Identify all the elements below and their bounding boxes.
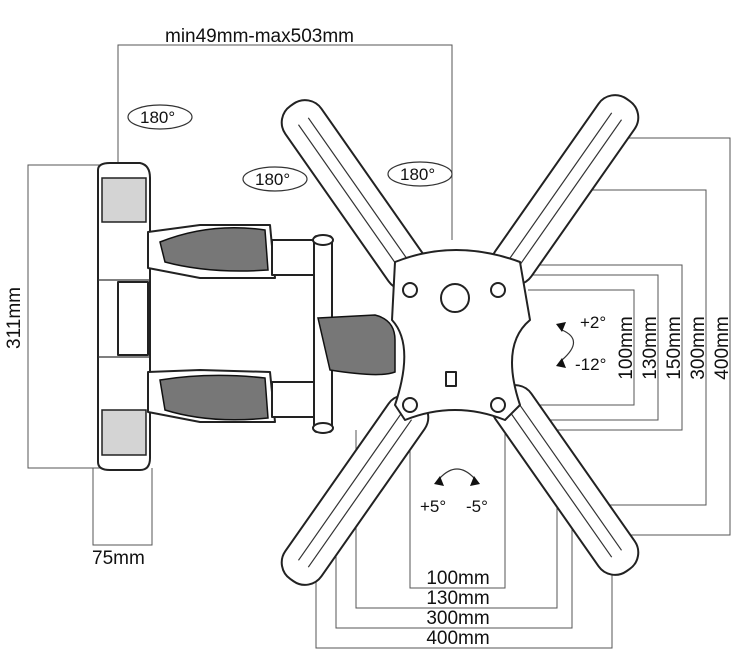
vesa-h-100: 100mm bbox=[426, 568, 489, 589]
rotate-left-label: 180° bbox=[140, 108, 175, 127]
tilt-up-label: +2° bbox=[580, 313, 606, 332]
vesa-h-400: 400mm bbox=[426, 628, 489, 649]
vesa-v-130: 130mm bbox=[640, 316, 661, 379]
tilt-arrow-icon bbox=[556, 322, 575, 368]
rotate-mid-label: 180° bbox=[255, 170, 290, 189]
upper-arm bbox=[147, 224, 323, 279]
rotate-right-label: 180° bbox=[400, 165, 435, 184]
vesa-v-100: 100mm bbox=[616, 316, 637, 379]
height-label: 311mm bbox=[4, 287, 25, 349]
vesa-hole-icon bbox=[440, 283, 470, 313]
vesa-h-130: 130mm bbox=[426, 588, 489, 609]
vesa-h-300: 300mm bbox=[426, 608, 489, 629]
dimension-labels: min49mm-max503mm 311mm 75mm 180° 180° 18… bbox=[4, 26, 733, 649]
arm-range-label: min49mm-max503mm bbox=[165, 26, 354, 47]
swivel-left-label: +5° bbox=[420, 497, 446, 516]
rotation-arrow-icon bbox=[127, 104, 453, 192]
vesa-v-300: 300mm bbox=[688, 316, 709, 379]
swivel-right-label: -5° bbox=[466, 497, 488, 516]
vesa-v-400: 400mm bbox=[712, 316, 733, 379]
swivel-arrow-icon bbox=[434, 468, 480, 486]
wall-plate bbox=[97, 162, 151, 471]
lower-arm bbox=[147, 369, 323, 423]
tilt-down-label: -12° bbox=[575, 355, 606, 374]
vesa-bracket bbox=[280, 94, 640, 586]
vesa-v-150: 150mm bbox=[664, 316, 685, 379]
depth-label: 75mm bbox=[92, 548, 145, 569]
dimension-lines bbox=[27, 44, 731, 649]
center-pivot bbox=[312, 234, 396, 434]
